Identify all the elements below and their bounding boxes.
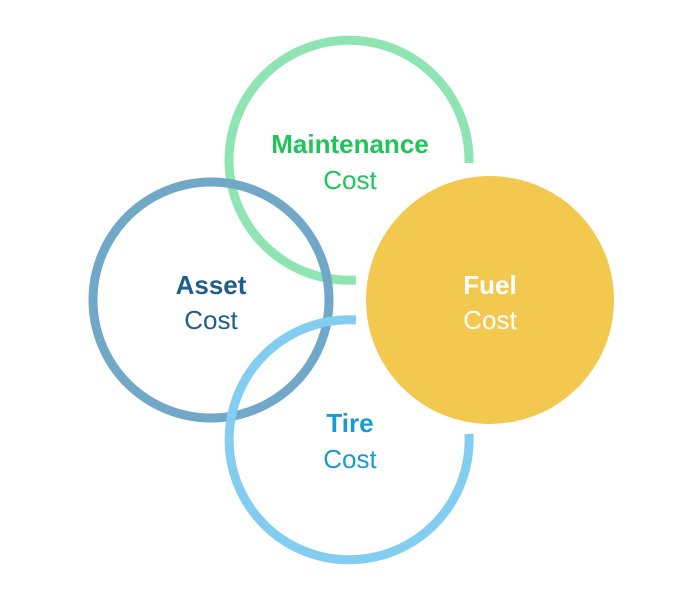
maintenance-cost-ring [224, 35, 474, 285]
maintenance-subtitle: Cost [323, 165, 377, 195]
fuel-subtitle: Cost [463, 305, 517, 335]
tire-cost-ring [224, 315, 474, 565]
asset-title: Asset [176, 270, 247, 300]
tire-subtitle: Cost [323, 444, 377, 474]
fuel-title: Fuel [463, 270, 516, 300]
tire-title: Tire [326, 408, 373, 438]
fuel-cost-circle [366, 176, 614, 424]
asset-subtitle: Cost [184, 305, 238, 335]
asset-cost-ring [88, 177, 334, 423]
maintenance-title: Maintenance [271, 129, 429, 159]
